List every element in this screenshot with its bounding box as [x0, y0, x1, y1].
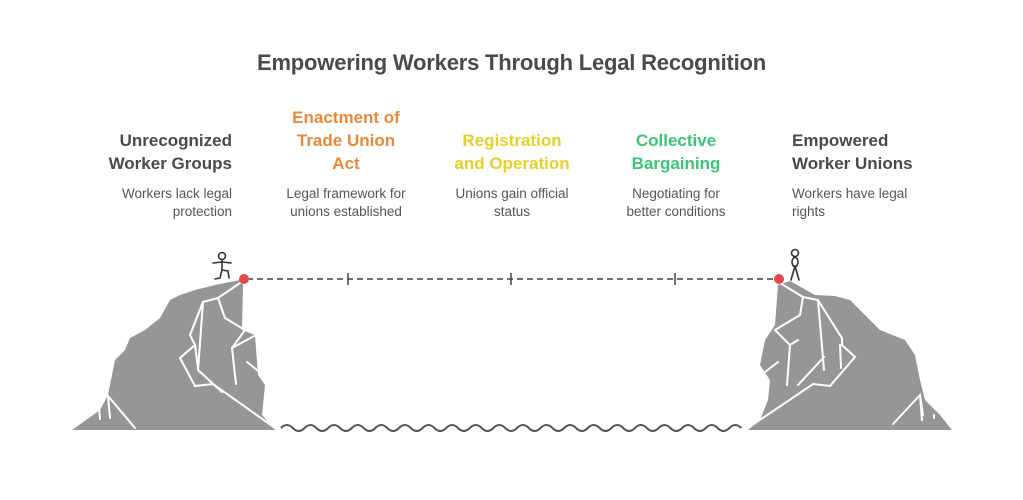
stage-description: Unions gain official status: [432, 185, 592, 221]
stage-collective-bargaining: Collective Bargaining Negotiating for be…: [596, 129, 756, 221]
stick-figure-standing-icon: [790, 248, 800, 281]
stage-title-line: Registration: [462, 131, 562, 150]
stage-description-line: Negotiating for: [632, 186, 720, 201]
stage-title-line: Act: [332, 154, 360, 173]
stage-description-line: Unions gain official: [455, 186, 569, 201]
left-cliff: [72, 280, 276, 430]
stage-title-line: Unrecognized: [119, 131, 232, 150]
stage-title-line: Collective: [635, 131, 717, 150]
stage-description-line: unions established: [290, 204, 402, 219]
stage-description-line: rights: [792, 204, 826, 219]
start-dot-icon: [239, 274, 249, 284]
stage-title-line: Trade Union: [296, 131, 396, 150]
stage-unrecognized-worker-groups: Unrecognized Worker Groups Workers lack …: [92, 129, 232, 221]
stage-title: Empowered Worker Unions: [792, 129, 952, 175]
stage-title: Unrecognized Worker Groups: [92, 129, 232, 175]
stage-empowered-worker-unions: Empowered Worker Unions Workers have leg…: [792, 129, 952, 221]
stage-description-line: Legal framework for: [286, 186, 406, 201]
stage-description: Workers have legal rights: [792, 185, 952, 221]
progress-line: [247, 273, 778, 285]
stage-title-line: Enactment of: [292, 108, 400, 127]
stage-enactment-of-trade-union-act: Enactment of Trade Union Act Legal frame…: [266, 106, 426, 221]
stage-description: Negotiating for better conditions: [596, 185, 756, 221]
stage-title-line: Worker Unions: [792, 154, 913, 173]
stage-title: Enactment of Trade Union Act: [266, 106, 426, 175]
stick-figure-stepping-icon: [212, 251, 232, 280]
stage-description-line: status: [493, 204, 531, 219]
stage-title-line: Bargaining: [631, 154, 721, 173]
diagram-title: Empowering Workers Through Legal Recogni…: [256, 50, 767, 75]
stage-title-line: Worker Groups: [108, 154, 232, 173]
stage-title-line: and Operation: [454, 154, 570, 173]
end-dot-icon: [774, 274, 784, 284]
stage-description: Workers lack legal protection: [92, 185, 232, 221]
right-cliff: [747, 281, 952, 430]
stage-title: Collective Bargaining: [596, 129, 756, 175]
stage-description-line: Workers lack legal: [121, 186, 232, 201]
stage-title: Registration and Operation: [432, 129, 592, 175]
water-wave-icon: [280, 424, 742, 432]
stage-title-line: Empowered: [792, 131, 889, 150]
stage-description-line: better conditions: [626, 204, 726, 219]
stage-registration-and-operation: Registration and Operation Unions gain o…: [432, 129, 592, 221]
stage-description-line: Workers have legal: [792, 186, 908, 201]
stage-description: Legal framework for unions established: [266, 185, 426, 221]
stage-description-line: protection: [172, 204, 232, 219]
